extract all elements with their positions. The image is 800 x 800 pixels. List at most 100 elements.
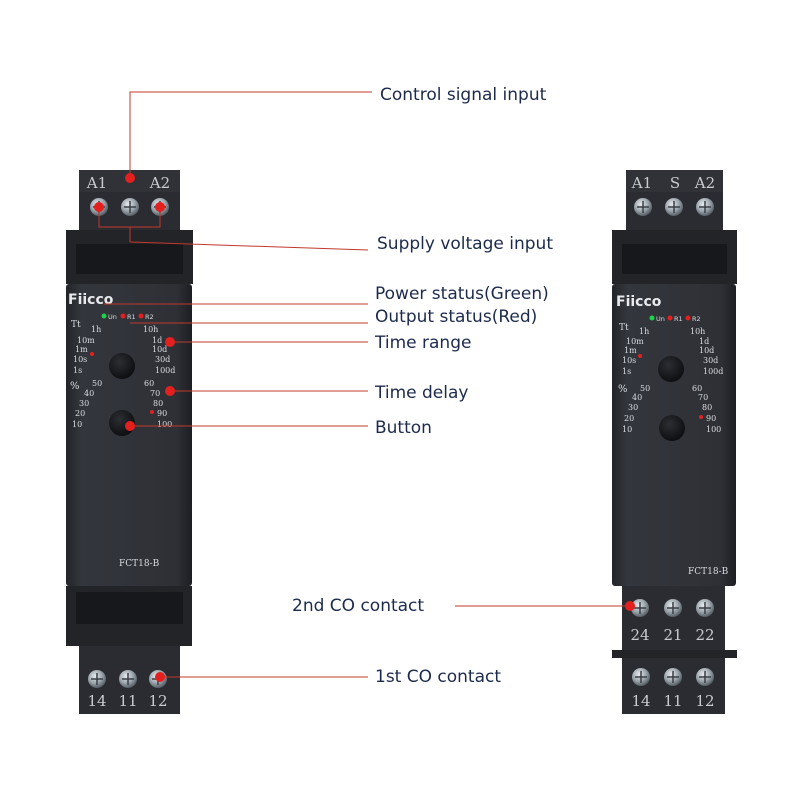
- left-tr-r1: 1d: [152, 336, 162, 345]
- left-dl-l2: 30: [79, 399, 89, 408]
- left-tr-l1: 10m: [77, 336, 95, 345]
- marker-first-co: [155, 672, 165, 682]
- marker-second-co: [625, 601, 635, 611]
- callout-power-status: Power status(Green): [375, 284, 549, 304]
- right-model-label: FCT18-B: [688, 567, 729, 577]
- left-top-screw-2[interactable]: [121, 198, 139, 216]
- right-middle-screw-1[interactable]: [631, 599, 649, 617]
- left-dl-l4: 10: [72, 420, 82, 429]
- right-top-terminal-1: A1: [631, 174, 652, 192]
- right-bottom-terminal-2: 11: [663, 692, 682, 710]
- left-time-range-knob[interactable]: [109, 353, 135, 379]
- right-led-un: [649, 315, 655, 321]
- leader-supply-a1: [98, 207, 131, 242]
- left-led-r1: [120, 313, 126, 319]
- right-tr-l3: 10s: [622, 356, 636, 365]
- right-dl-r2: 80: [702, 403, 712, 412]
- right-bottom-screw-2[interactable]: [664, 668, 682, 686]
- right-top-terminal-3: A2: [694, 174, 715, 192]
- right-middle-terminal-2: 21: [663, 626, 682, 644]
- right-bottom-screw-1[interactable]: [632, 668, 650, 686]
- right-middle-terminal-3: 22: [695, 626, 714, 644]
- right-dl-r0: 60: [692, 384, 702, 393]
- callout-time-range: Time range: [374, 333, 471, 353]
- left-bottom-terminal-2: 11: [118, 692, 137, 710]
- right-middle-terminal-1: 24: [630, 626, 649, 644]
- left-tr-l2: 1m: [75, 345, 88, 354]
- left-delay-percent: %: [70, 381, 80, 392]
- right-tr-l0: 1h: [639, 327, 649, 336]
- marker-control-signal: [125, 173, 135, 183]
- right-bottom-terminal-3: 12: [695, 692, 714, 710]
- right-bottom-screw-3[interactable]: [696, 668, 714, 686]
- right-led-un-label: Un: [656, 315, 665, 323]
- right-tr-r2: 10d: [699, 346, 714, 355]
- leader-control-signal: [129, 91, 372, 178]
- marker-time-delay: [165, 386, 175, 396]
- left-tr-l0: 1h: [91, 325, 101, 334]
- left-brand-logo: Fiicco: [68, 292, 114, 308]
- left-relay: A1 A2 Fiicco Un R1 R2 Tt 1h 10m 1m 10s 1…: [66, 170, 193, 714]
- callout-button: Button: [375, 418, 432, 438]
- left-led-un: [101, 313, 107, 319]
- left-time-range-indicator: [90, 352, 94, 356]
- right-tr-r4: 100d: [703, 367, 723, 376]
- left-led-r1-label: R1: [127, 313, 136, 321]
- right-tr-r3: 30d: [703, 356, 718, 365]
- left-dl-l1: 40: [84, 389, 94, 398]
- right-led-r1-label: R1: [674, 315, 683, 323]
- right-middle-screw-2[interactable]: [664, 599, 682, 617]
- left-tr-l3: 10s: [73, 355, 87, 364]
- left-tr-l4: 1s: [73, 366, 82, 375]
- right-top-terminal-2: S: [670, 174, 680, 192]
- right-top-screw-3[interactable]: [696, 198, 714, 216]
- right-led-r1: [667, 315, 673, 321]
- right-bottom-terminal-block: [622, 658, 725, 714]
- left-top-terminal-3: A2: [149, 174, 170, 192]
- right-top-screw-1[interactable]: [634, 198, 652, 216]
- left-dl-r4: 100: [157, 420, 172, 429]
- callout-control-signal: Control signal input: [380, 85, 547, 105]
- right-dl-l4: 10: [622, 425, 632, 434]
- right-tr-l4: 1s: [622, 367, 631, 376]
- marker-button: [125, 421, 135, 431]
- right-dl-l2: 30: [628, 403, 638, 412]
- right-tr-r0: 10h: [690, 327, 705, 336]
- callout-time-delay: Time delay: [374, 383, 468, 403]
- right-delay-indicator: [699, 415, 703, 419]
- right-time-delay-knob[interactable]: [659, 415, 685, 441]
- left-dl-r1: 70: [150, 389, 160, 398]
- left-bottom-screw-2[interactable]: [119, 670, 137, 688]
- left-bottom-screw-1[interactable]: [88, 670, 106, 688]
- left-tr-r0: 10h: [143, 325, 158, 334]
- marker-supply-a2: [155, 202, 165, 212]
- leader-supply-voltage: [129, 241, 369, 251]
- left-tr-r4: 100d: [155, 366, 175, 375]
- left-tt-label: Tt: [71, 320, 81, 330]
- right-time-range-indicator: [638, 354, 642, 358]
- right-tr-l2: 1m: [624, 346, 637, 355]
- left-bottom-terminal-3: 12: [148, 692, 167, 710]
- marker-time-range: [165, 337, 175, 347]
- right-delay-percent: %: [618, 384, 628, 395]
- right-time-range-knob[interactable]: [658, 356, 684, 382]
- left-model-label: FCT18-B: [119, 559, 160, 569]
- left-tr-r3: 30d: [155, 355, 170, 364]
- right-dl-l3: 20: [624, 414, 634, 423]
- left-delay-indicator: [150, 410, 154, 414]
- right-relay: A1 S A2 Fiicco Un R1 R2 Tt 1h 10m 1m 10s…: [612, 170, 737, 714]
- right-bottom-terminal-1: 14: [631, 692, 650, 710]
- callout-second-co: 2nd CO contact: [292, 596, 424, 616]
- left-dl-r0: 60: [144, 379, 154, 388]
- left-tr-r2: 10d: [152, 345, 167, 354]
- right-led-r2: [685, 315, 691, 321]
- right-tr-r1: 1d: [699, 337, 709, 346]
- right-tr-l1: 10m: [626, 337, 644, 346]
- left-bottom-terminal-1: 14: [87, 692, 106, 710]
- left-relay-body: [66, 284, 192, 586]
- right-led-r2-label: R2: [692, 315, 701, 323]
- right-lower-neck: [612, 650, 737, 658]
- right-middle-screw-3[interactable]: [696, 599, 714, 617]
- right-top-screw-2[interactable]: [665, 198, 683, 216]
